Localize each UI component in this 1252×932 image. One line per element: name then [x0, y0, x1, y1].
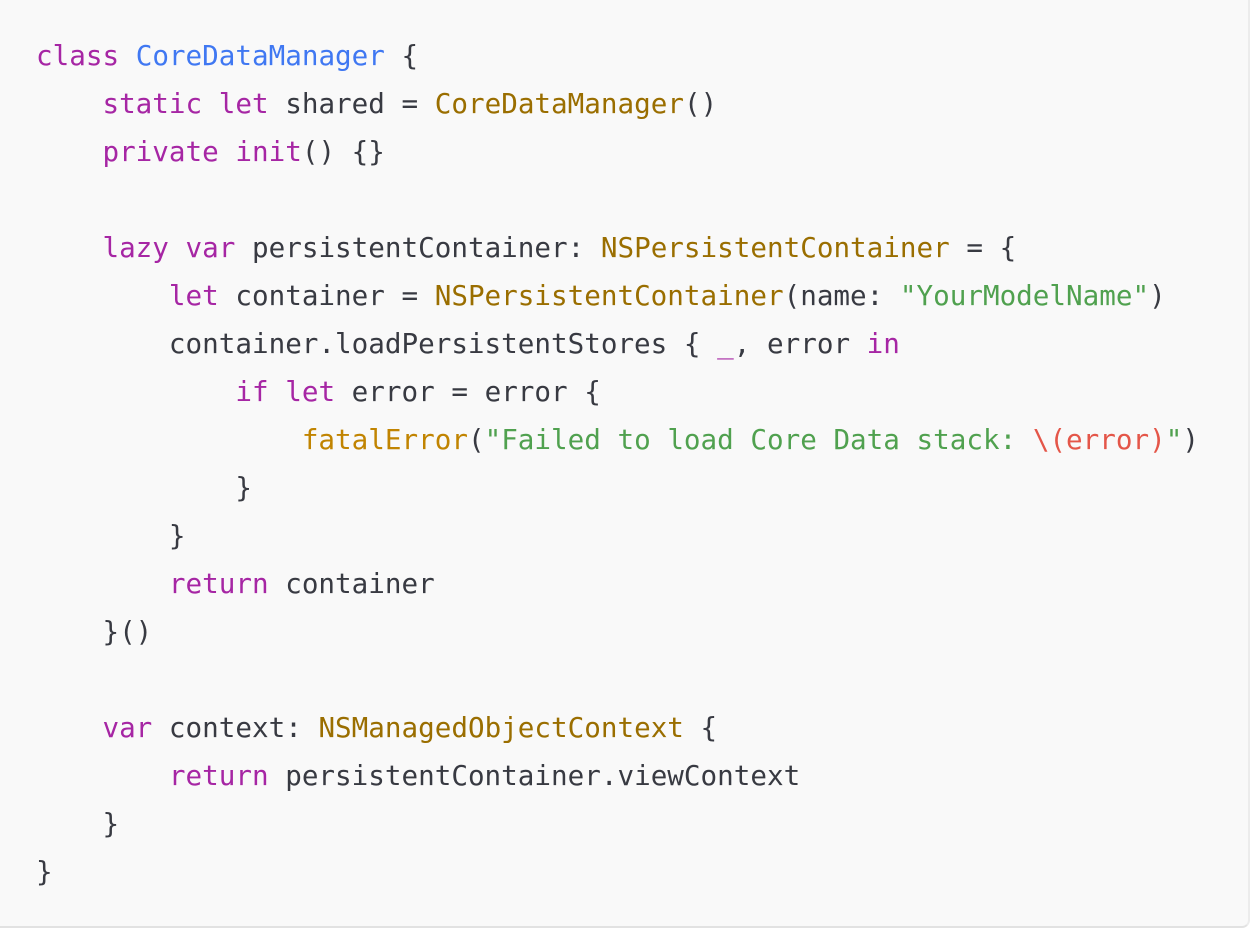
code-token: \(error)	[1032, 423, 1166, 456]
code-token: NSManagedObjectContext	[318, 711, 684, 744]
code-token	[36, 375, 235, 408]
code-token: if	[235, 375, 269, 408]
code-token: , error	[733, 327, 867, 360]
code-token: init	[235, 135, 302, 168]
code-token	[119, 39, 136, 72]
code-token: }()	[36, 615, 153, 648]
code-token: in	[866, 327, 900, 360]
code-token: )	[1182, 423, 1199, 456]
code-token	[269, 375, 286, 408]
code-token: }	[36, 855, 53, 888]
code-line: class CoreDataManager {	[36, 39, 418, 72]
code-token: let	[168, 279, 219, 312]
code-token	[36, 279, 169, 312]
code-token: NSPersistentContainer	[600, 231, 950, 264]
code-token: }	[36, 807, 120, 840]
code-token: let	[285, 375, 336, 408]
code-token: persistentContainer.viewContext	[268, 759, 801, 792]
code-token	[36, 567, 169, 600]
code-token: error = error {	[335, 375, 601, 408]
code-token: persistentContainer:	[235, 231, 601, 264]
code-token: _	[717, 327, 734, 360]
code-line: if let error = error {	[36, 375, 601, 408]
code-token	[219, 135, 236, 168]
code-line: }()	[36, 615, 152, 648]
code-line: lazy var persistentContainer: NSPersiste…	[36, 231, 1016, 264]
code-token: ()	[683, 87, 718, 120]
code-line: return container	[36, 567, 435, 600]
code-token: container.loadPersistentStores {	[36, 327, 718, 360]
code-line: container.loadPersistentStores { _, erro…	[36, 327, 900, 360]
code-token: }	[36, 471, 252, 504]
code-token	[36, 711, 102, 744]
code-token: CoreDataManager	[434, 87, 684, 120]
code-token: let	[218, 87, 269, 120]
code-line: }	[36, 855, 53, 888]
code-token	[36, 759, 169, 792]
code-token: NSPersistentContainer	[434, 279, 784, 312]
code-token: return	[168, 567, 269, 600]
code-token: shared =	[268, 87, 435, 120]
code-token: var	[185, 231, 236, 264]
code-line: private init() {}	[36, 135, 385, 168]
code-token: private	[102, 135, 219, 168]
code-line: }	[36, 519, 186, 552]
code-token: (name:	[783, 279, 900, 312]
code-line: let container = NSPersistentContainer(na…	[36, 279, 1166, 312]
code-token: container	[268, 567, 435, 600]
code-token: lazy	[102, 231, 169, 264]
code-token: container =	[218, 279, 435, 312]
code-token: {	[384, 39, 419, 72]
code-line: return persistentContainer.viewContext	[36, 759, 800, 792]
code-token	[169, 231, 186, 264]
code-token: "	[1165, 423, 1183, 456]
code-token: )	[1149, 279, 1166, 312]
code-line: var context: NSManagedObjectContext {	[36, 711, 717, 744]
code-line: }	[36, 471, 252, 504]
code-token: return	[168, 759, 269, 792]
code-token: CoreDataManager	[135, 39, 385, 72]
code-line: fatalError("Failed to load Core Data sta…	[36, 423, 1199, 456]
code-token	[36, 423, 302, 456]
code-line: }	[36, 807, 119, 840]
code-token	[36, 231, 102, 264]
code-content[interactable]: class CoreDataManager { static let share…	[36, 32, 1199, 896]
code-token	[36, 87, 102, 120]
code-token: "YourModelName"	[899, 279, 1150, 312]
code-token: context:	[152, 711, 319, 744]
code-line: static let shared = CoreDataManager()	[36, 87, 717, 120]
code-token: = {	[949, 231, 1017, 264]
code-token: class	[36, 39, 120, 72]
code-token: fatalError	[301, 423, 468, 456]
code-token: static	[102, 87, 203, 120]
code-token: var	[102, 711, 153, 744]
code-token: {	[683, 711, 718, 744]
code-token: "Failed to load Core Data stack:	[484, 423, 1033, 456]
code-token: (	[467, 423, 485, 456]
code-token	[36, 135, 102, 168]
code-token: }	[36, 519, 186, 552]
code-token	[202, 87, 219, 120]
code-token: () {}	[301, 135, 385, 168]
